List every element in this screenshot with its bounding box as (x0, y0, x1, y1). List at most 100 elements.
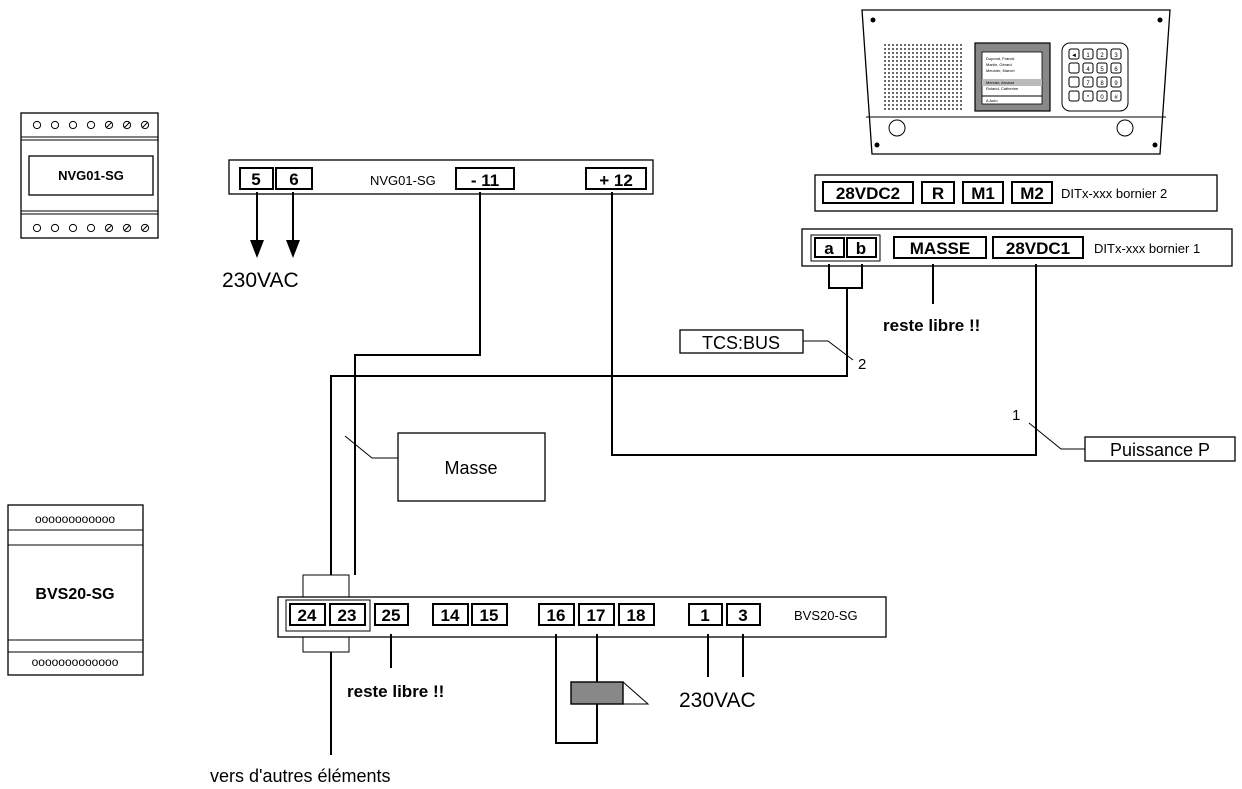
directory-footer: A Auto (986, 98, 998, 103)
nvg-terminal-strip: 5 6 NVG01-SG - 11 + 12 (228, 159, 654, 195)
nvg-supply-arrows (250, 192, 300, 258)
terminal-box (688, 603, 723, 626)
directory-entry-selected: Mercier, Arnaud (986, 80, 1014, 85)
keypad-key: * (1087, 95, 1090, 101)
bus-callout-number: 2 (858, 356, 866, 373)
terminal-box (374, 603, 409, 626)
terminal-m2: M2 (1020, 184, 1044, 203)
terminal-17: 17 (587, 606, 606, 625)
door-opener-icon (570, 681, 624, 705)
bvs-terminal-strip: 24 23 25 14 15 16 17 18 1 3 BVS20-SG (277, 574, 887, 653)
bvs-module-body (7, 504, 144, 676)
terminal-box (471, 603, 508, 626)
terminal-28vdc1: 28VDC1 (1006, 239, 1070, 258)
keypad-key: 0 (1100, 95, 1104, 101)
masse-callout-box (397, 432, 546, 502)
terminal-box (814, 237, 845, 258)
keypad-key: 6 (1114, 67, 1118, 73)
bvs-module-label: BVS20-SG (35, 586, 114, 603)
terminal-box (275, 167, 313, 190)
bvs-module: oooooooooooo ooooooooooooo BVS20-SG (7, 504, 144, 676)
nvg-module: NVG01-SG (20, 112, 159, 239)
terminal-box (1011, 181, 1053, 204)
callouts: TCS:BUS 2 Puissance P 1 Masse (344, 329, 1236, 502)
terminal-m1: M1 (971, 184, 995, 203)
terminal-box (618, 603, 655, 626)
bus-callout: TCS:BUS (702, 333, 780, 353)
nvg-screw-terminals-top (32, 120, 150, 130)
terminal-box (239, 167, 274, 190)
terminal-minus-11: - 11 (471, 171, 499, 190)
keypad-key: 5 (1100, 67, 1104, 73)
terminal-16: 16 (547, 606, 566, 625)
terminal-5: 5 (251, 170, 260, 189)
terminal-r: R (932, 184, 944, 203)
other-elements-label: vers d'autres éléments (210, 766, 391, 786)
keypad-key: 7 (1086, 81, 1090, 87)
terminal-box (893, 236, 987, 259)
terminal-box (455, 167, 515, 190)
terminal-box (578, 603, 615, 626)
terminal-a: a (824, 239, 834, 258)
terminal-box (846, 237, 877, 258)
masse-callout: Masse (444, 458, 497, 478)
keypad-key: 1 (1086, 53, 1090, 59)
panel-camera-left (888, 119, 906, 137)
terminal-25: 25 (382, 606, 401, 625)
bvs-dots-top: oooooooooooo (35, 512, 115, 526)
terminal-box (329, 603, 366, 626)
power-callout: Puissance P (1110, 440, 1210, 460)
terminal-15: 15 (480, 606, 499, 625)
wires (330, 192, 1037, 755)
keypad-key: 8 (1100, 81, 1104, 87)
terminal-14: 14 (441, 606, 460, 625)
terminal-box (726, 603, 761, 626)
terminal-23: 23 (338, 606, 357, 625)
bvs-dots-bottom: ooooooooooooo (32, 655, 119, 669)
nvg-strip-label: NVG01-SG (370, 173, 436, 188)
bvs-note: reste libre !! (347, 682, 444, 701)
terminal-1: 1 (700, 606, 709, 625)
keypad-key: 3 (1114, 53, 1118, 59)
terminal-28vdc2: 28VDC2 (836, 184, 900, 203)
terminal-3: 3 (738, 606, 747, 625)
ditx-strip-2-label: DITx-xxx bornier 2 (1061, 186, 1167, 201)
nvg-module-label: NVG01-SG (58, 168, 124, 183)
terminal-b: b (856, 239, 866, 258)
speaker-grille (883, 43, 963, 111)
keypad-key: ◄ (1071, 53, 1077, 59)
terminal-18: 18 (627, 606, 646, 625)
keypad-key: 2 (1100, 53, 1104, 59)
ditx-strip-1: a b MASSE 28VDC1 DITx-xxx bornier 1 (801, 228, 1233, 267)
terminal-box (962, 181, 1004, 204)
terminal-box (585, 167, 647, 190)
terminal-24: 24 (298, 606, 317, 625)
terminal-box (289, 603, 326, 626)
power-callout-number: 1 (1012, 407, 1020, 424)
keypad: ◄ 1 2 3 4 5 6 7 8 9 * 0 # (1061, 42, 1129, 112)
bvs-supply-label: 230VAC (679, 689, 756, 712)
masse-note: reste libre !! (883, 316, 980, 335)
door-panel: Dupond, Franck Martin, Gérard Meunier, M… (861, 9, 1171, 155)
terminal-box (921, 181, 955, 204)
directory-entry: Meunier, Marcel (986, 68, 1015, 73)
ditx-strip-1-label: DITx-xxx bornier 1 (1094, 241, 1200, 256)
keypad-key: 9 (1114, 81, 1118, 87)
terminal-box (538, 603, 575, 626)
terminal-box (822, 181, 914, 204)
directory-entry: Dupond, Franck (986, 56, 1014, 61)
panel-camera-right (1116, 119, 1134, 137)
ditx-strip-2: 28VDC2 R M1 M2 DITx-xxx bornier 2 (814, 174, 1218, 212)
nvg-screw-terminals-bottom (32, 223, 150, 233)
nvg-supply-label: 230VAC (222, 269, 299, 292)
terminal-masse: MASSE (910, 239, 970, 258)
keypad-key: # (1114, 95, 1118, 101)
terminal-6: 6 (289, 170, 298, 189)
directory-entry: Martin, Gérard (986, 62, 1012, 67)
directory-entry: Roland, Catherine (986, 86, 1019, 91)
keypad-key: 4 (1086, 67, 1090, 73)
relay-contact (555, 634, 650, 744)
bvs-strip-label: BVS20-SG (794, 608, 858, 623)
terminal-box (432, 603, 469, 626)
